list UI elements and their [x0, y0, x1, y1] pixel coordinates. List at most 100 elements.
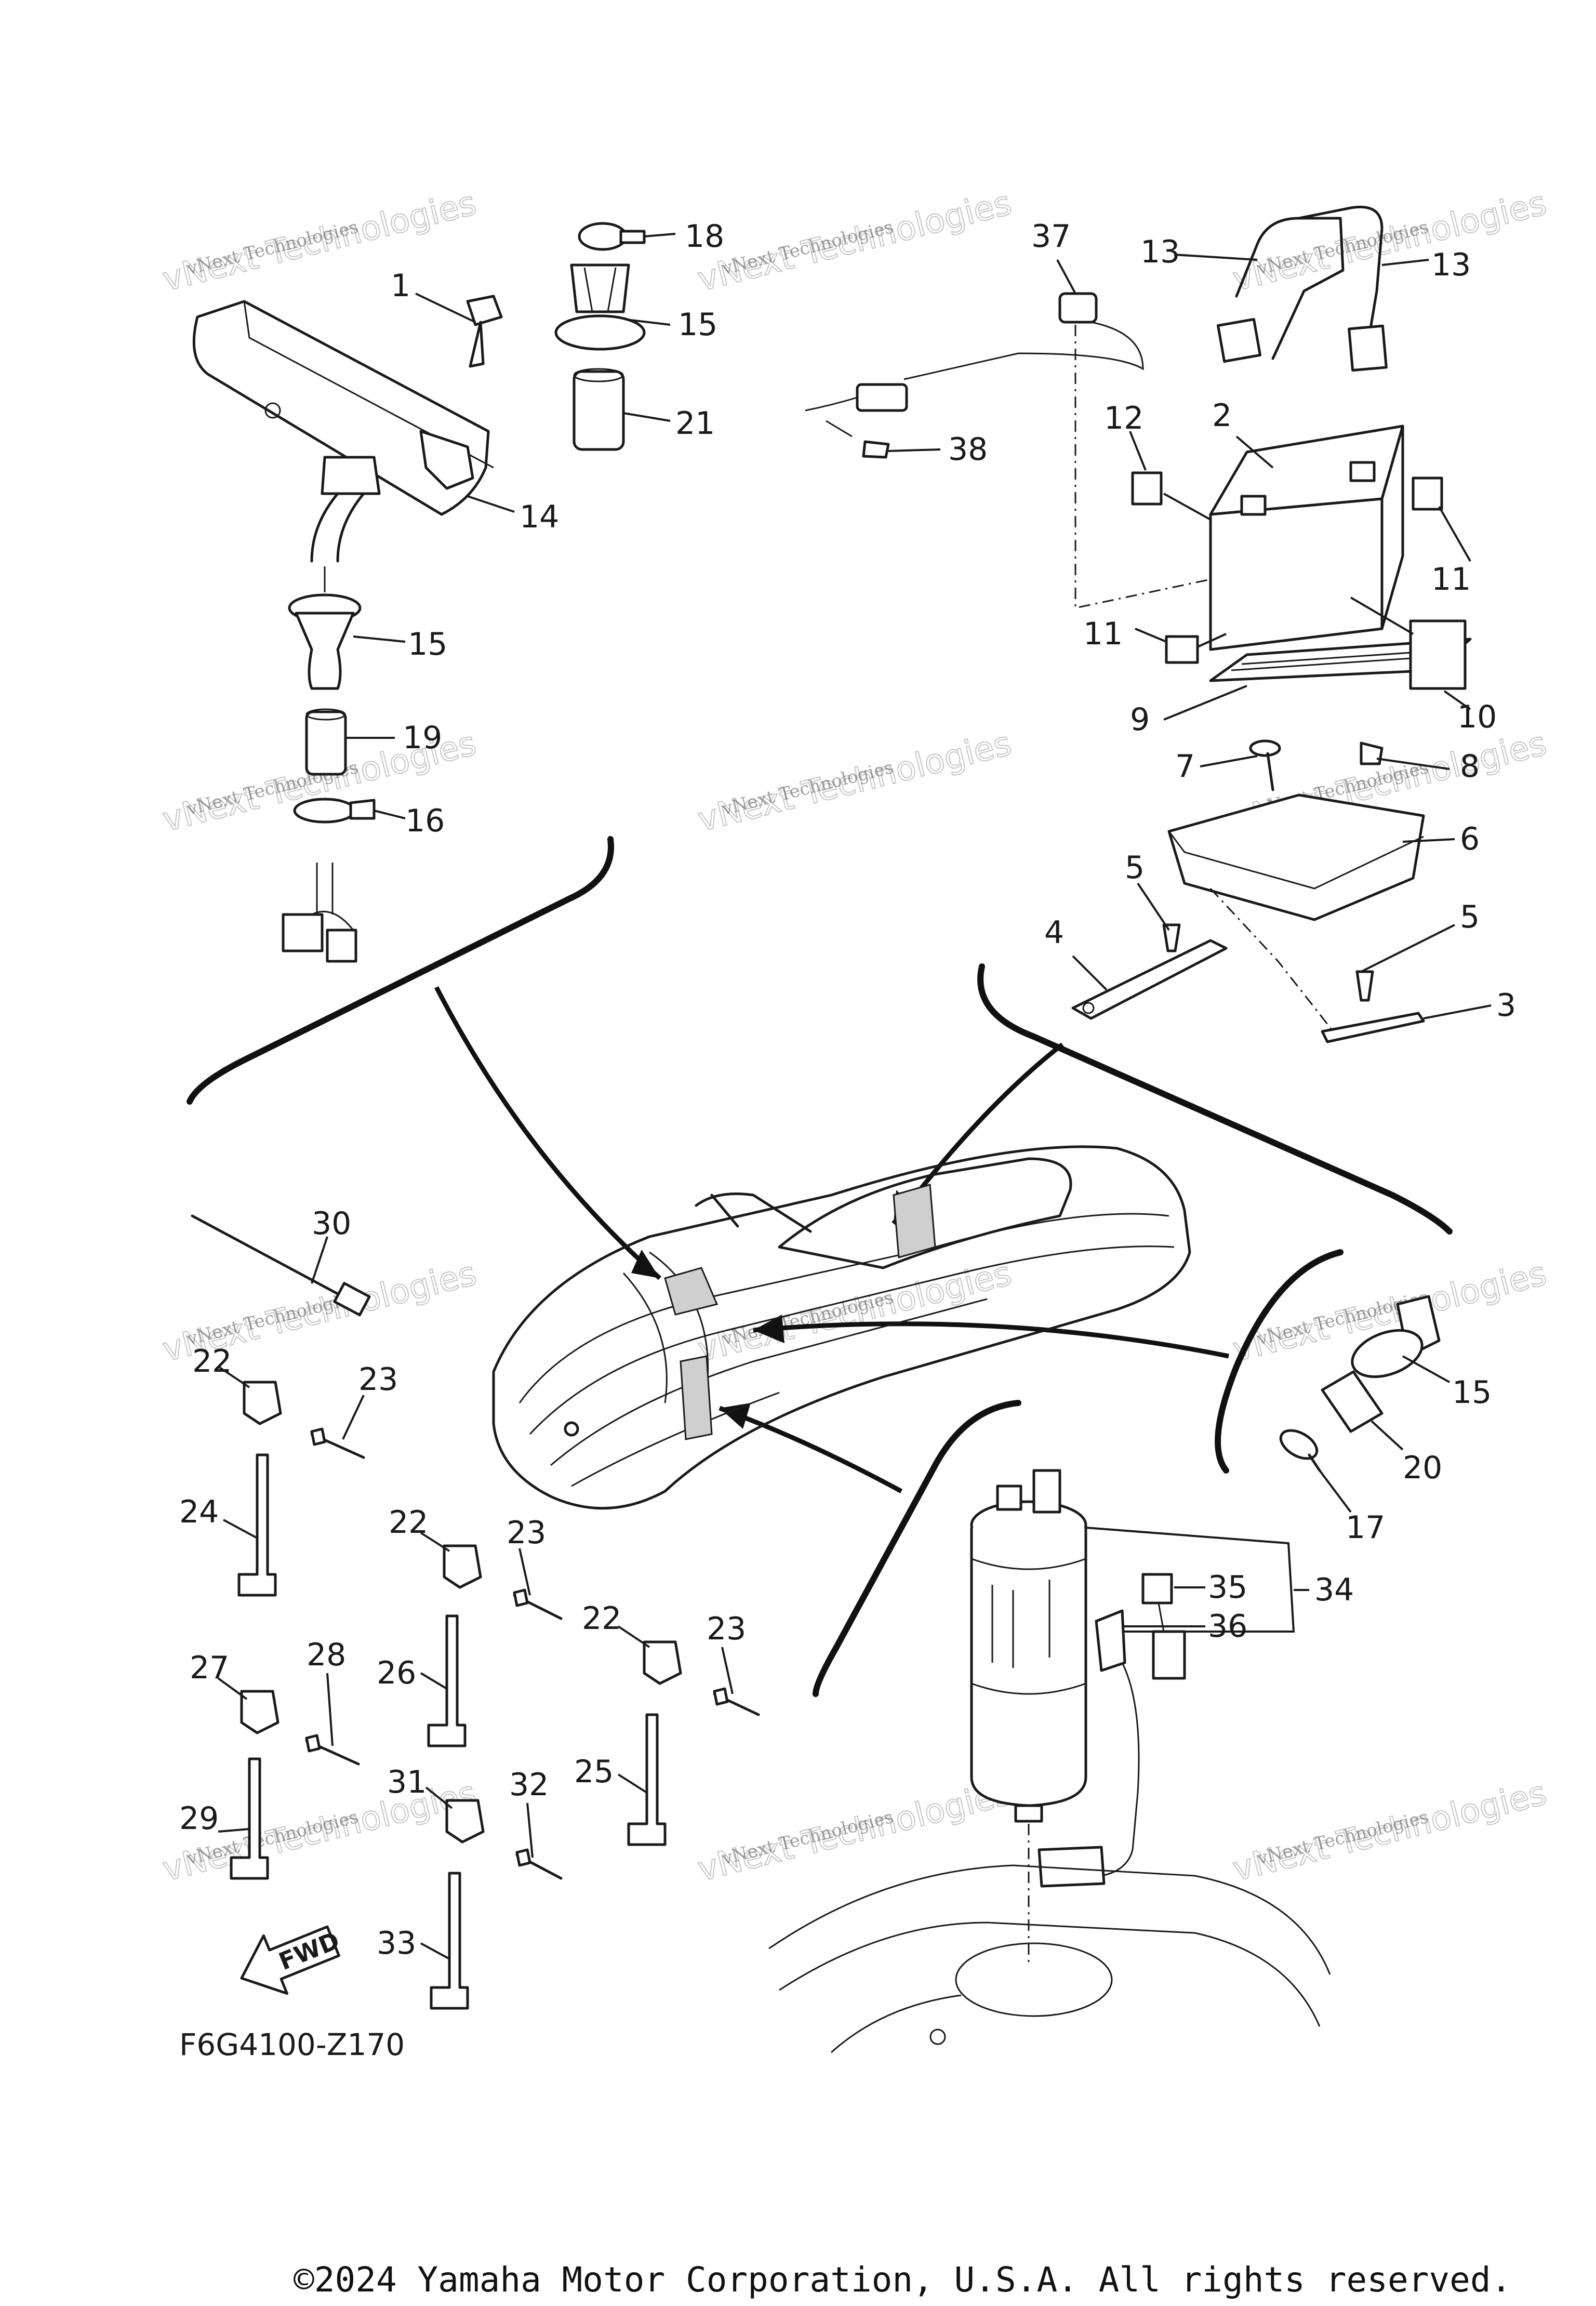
- holder-31: [445, 1799, 485, 1844]
- leader-25: [617, 1773, 648, 1794]
- part-2-battery: [1209, 425, 1404, 651]
- callout-15-right: 15: [1452, 1374, 1492, 1411]
- tank-line-3: [830, 1994, 962, 2053]
- part-11-pad-right: [1412, 476, 1443, 511]
- tank-line-1: [768, 1864, 1331, 1975]
- callout-5-left: 5: [1125, 850, 1145, 886]
- strap-left-outline: [1235, 217, 1345, 360]
- part-14-cover: [192, 300, 494, 516]
- strap-left-buckle: [1216, 317, 1262, 363]
- leader-13b: [1381, 259, 1429, 266]
- leader-5b: [1361, 924, 1455, 973]
- sleeve-21-top: [573, 368, 624, 382]
- upper-left-group: [192, 222, 646, 963]
- pin-23-a-head: [310, 1427, 326, 1446]
- leader-28: [326, 1673, 334, 1746]
- callout-30: 30: [312, 1205, 351, 1242]
- leader-20: [1371, 1420, 1404, 1451]
- part-8-nut: [1360, 741, 1384, 765]
- holder-set-4: [230, 1690, 360, 1880]
- hull-line-4: [571, 1391, 780, 1487]
- callout-28: 28: [307, 1637, 346, 1673]
- callout-2: 2: [1212, 397, 1232, 434]
- leader-33: [420, 1942, 450, 1960]
- tie-26: [427, 1614, 467, 1747]
- part-19-sleeve: [305, 708, 347, 776]
- sender-arm: [1095, 1609, 1126, 1672]
- leader-15c: [1402, 1355, 1450, 1383]
- cap-17: [1279, 1429, 1319, 1460]
- bolt-7-head: [1249, 739, 1281, 757]
- arrow-to-right-group: [753, 1321, 1229, 1359]
- watercraft-overview: [492, 1145, 1191, 1510]
- arrowhead-upper-left: [631, 1250, 660, 1278]
- leader-15a: [626, 319, 671, 326]
- part-21-sleeve: [573, 368, 625, 451]
- pad-11-right: [1412, 476, 1443, 511]
- rivet-5-right: [1355, 970, 1374, 1002]
- leader-12: [1129, 431, 1147, 471]
- holder-set-5: [430, 1799, 563, 2010]
- callout-4: 4: [1044, 915, 1064, 951]
- callout-20: 20: [1403, 1450, 1442, 1486]
- seat-outline: [778, 1157, 1072, 1269]
- sensor-pigtail: [805, 396, 858, 438]
- fuel-pump-group: [768, 1469, 1331, 2053]
- leader-3: [1423, 1004, 1492, 1019]
- callout-25: 25: [574, 1754, 614, 1790]
- sensor-plug: [856, 383, 908, 412]
- callout-32: 32: [509, 1767, 549, 1803]
- leader-26: [420, 1672, 448, 1690]
- leader-14: [467, 495, 515, 513]
- bracket-4-body: [1071, 939, 1228, 1020]
- leader-17: [1319, 1469, 1352, 1513]
- cap-top: [578, 222, 628, 251]
- sleeve-top: [305, 708, 346, 721]
- callout-23-a: 23: [358, 1361, 398, 1398]
- callout-labels: 1 2 3 4 5 5 6 7 8 9 10 11 11 12 13 13 14…: [179, 218, 1516, 1962]
- callout-22-b: 22: [389, 1504, 428, 1541]
- holder-set-2: [427, 1544, 563, 1747]
- arrowhead-right: [753, 1315, 784, 1343]
- leader-9: [1163, 685, 1247, 721]
- tie-30-head: [333, 1282, 371, 1317]
- tank-opening: [955, 1942, 1113, 2017]
- callout-26: 26: [377, 1655, 416, 1691]
- grommet-body: [295, 612, 355, 690]
- cap-tab: [619, 230, 646, 244]
- bolt-shank: [469, 321, 485, 368]
- part-10-pad: [1409, 619, 1467, 690]
- callout-11-left: 11: [1083, 616, 1123, 652]
- callout-1: 1: [391, 268, 410, 304]
- harness-connector-1: [282, 913, 324, 952]
- callout-16: 16: [405, 803, 445, 839]
- leader-24: [223, 1519, 258, 1539]
- part-1-bolt: [466, 295, 503, 368]
- callout-34: 34: [1314, 1572, 1354, 1608]
- part-12-pad: [1131, 471, 1163, 506]
- callout-22-c: 22: [582, 1600, 621, 1637]
- part-4-bracket: [1071, 939, 1228, 1020]
- sender-connector: [1152, 1630, 1186, 1680]
- pin-23-c-head: [713, 1687, 729, 1706]
- tray-body: [1167, 793, 1425, 921]
- pump-pickup: [1014, 1804, 1043, 1823]
- part-37-sensor: [805, 292, 1144, 438]
- part-13-strap-right: [1297, 205, 1388, 372]
- pin-28-head: [305, 1734, 321, 1753]
- callout-14: 14: [520, 499, 559, 535]
- pump-band-2: [971, 1682, 1086, 1695]
- leader-18: [644, 233, 676, 237]
- holder-set-3: [627, 1640, 760, 1846]
- pump-internal-1: [991, 1580, 1050, 1668]
- leader-37: [1056, 259, 1076, 294]
- clamp-ring: [293, 798, 356, 824]
- bracket-fuel-pump: [813, 1400, 1021, 1697]
- hull-line-2: [529, 1245, 1175, 1435]
- callout-38: 38: [948, 431, 988, 468]
- sleeve-20-body: [1321, 1370, 1384, 1433]
- battery-terminal-right: [1349, 461, 1376, 482]
- leader-8: [1376, 758, 1450, 770]
- leader-22b: [420, 1532, 450, 1552]
- screw-38: [862, 440, 890, 459]
